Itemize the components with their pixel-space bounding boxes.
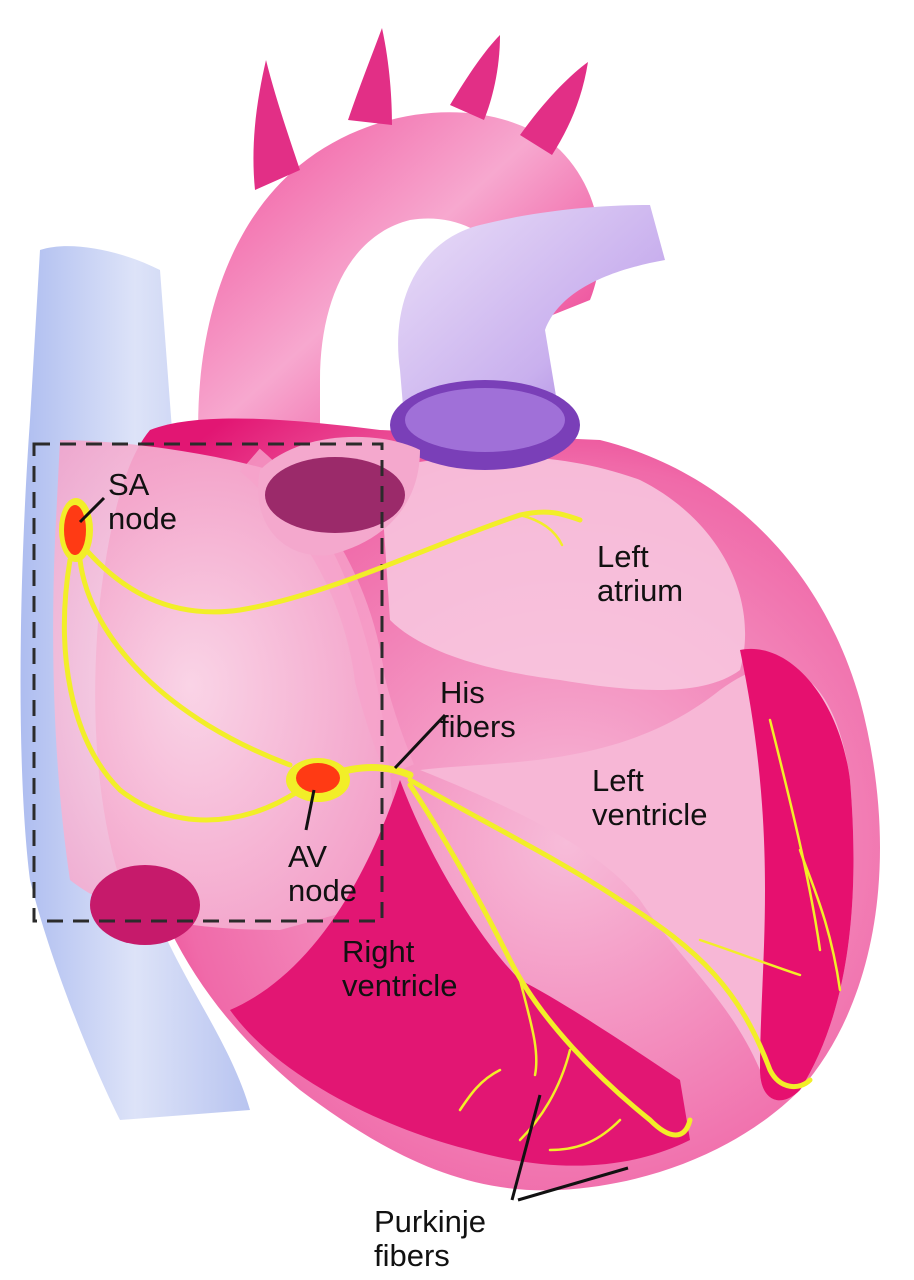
purkinje-branch-7 xyxy=(458,1068,502,1112)
purkinje-branch-2 xyxy=(518,1048,572,1142)
left-ventricle xyxy=(420,667,854,1101)
sa-node-icon xyxy=(64,505,86,555)
purkinje-leader-1 xyxy=(510,1094,542,1201)
aortic-branch-3 xyxy=(450,35,500,120)
purkinje-branch-4 xyxy=(768,718,822,952)
purkinje-branch-3 xyxy=(548,1118,622,1152)
leader-lines xyxy=(78,496,629,1202)
purkinje-fibers-label: Purkinje fibers xyxy=(374,1204,486,1273)
left-ventricle-wall xyxy=(740,648,854,1101)
purkinje-leader-2 xyxy=(517,1166,629,1202)
sa-leader xyxy=(78,496,106,524)
av-leader xyxy=(304,789,316,831)
purkinje-branch-5 xyxy=(698,938,802,977)
conduction-pathways xyxy=(61,509,842,1152)
internodal-tract-2 xyxy=(61,557,303,823)
right-ventricle-label: Right ventricle xyxy=(342,934,458,1003)
purkinje-branch-6 xyxy=(798,848,842,992)
left-atrium xyxy=(380,456,746,690)
purkinje-branch-1 xyxy=(518,978,538,1077)
internodal-tract-1 xyxy=(77,557,293,768)
highlight-box xyxy=(32,442,384,923)
sa-node-label: SA node xyxy=(108,467,177,536)
aortic-branch-1 xyxy=(253,60,300,190)
av-node-label: AV node xyxy=(288,839,357,908)
bachmann-bundle xyxy=(79,509,583,615)
aortic-branch-2 xyxy=(348,28,392,125)
left-atrium-label: Left atrium xyxy=(597,539,684,608)
left-ventricle-label: Left ventricle xyxy=(592,763,708,832)
coronary-sinus xyxy=(90,865,200,945)
right-ventricle xyxy=(230,780,690,1166)
aortic-arch xyxy=(198,112,600,480)
his-fibers-label: His fibers xyxy=(440,675,516,744)
av-node-icon xyxy=(296,763,340,793)
right-bundle-branch xyxy=(407,782,693,1138)
his-leader xyxy=(393,713,447,770)
right-atrium xyxy=(53,440,395,930)
aortic-branch-4 xyxy=(520,62,588,155)
left-bundle-branch xyxy=(407,777,813,1090)
